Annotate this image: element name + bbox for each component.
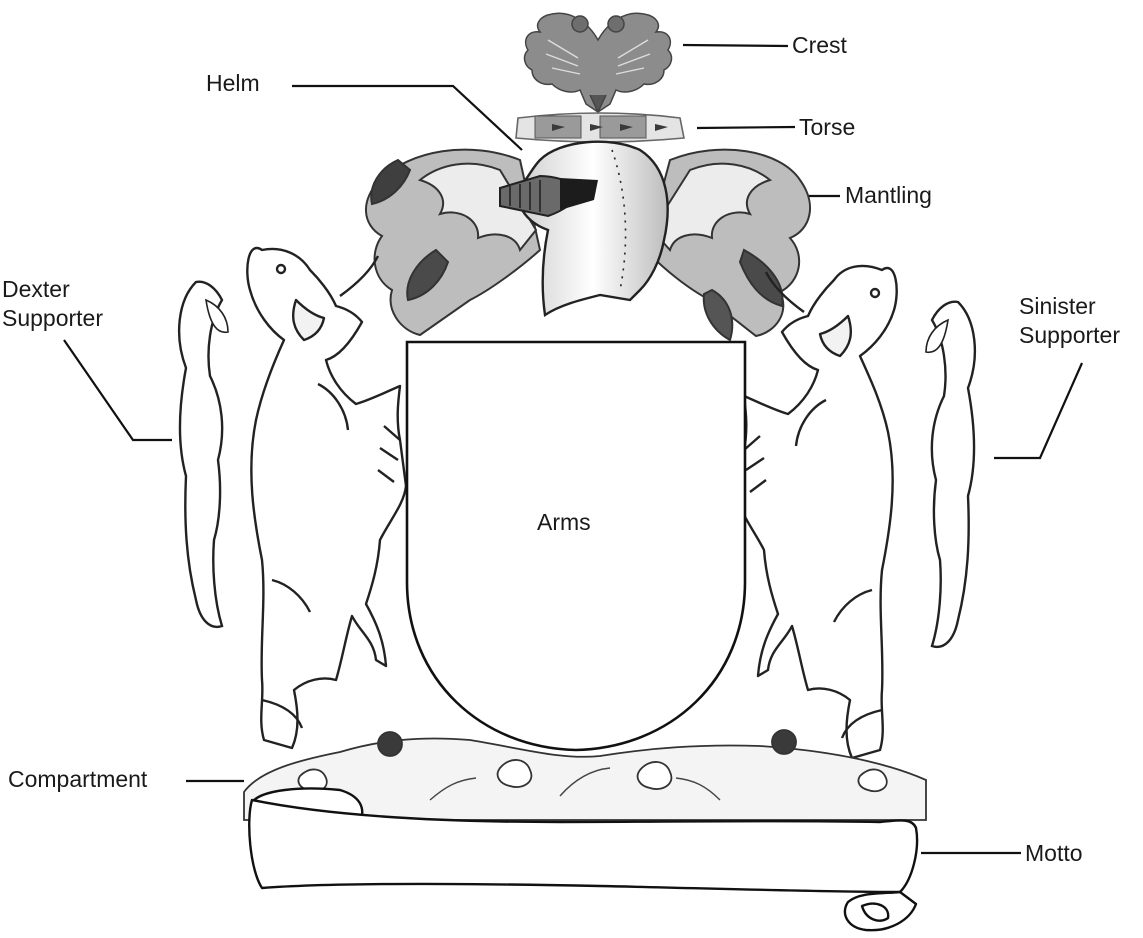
dexter-supporter-lion xyxy=(247,248,406,748)
label-dexter-line-1: Dexter xyxy=(2,275,103,304)
label-dexter-line-2: Supporter xyxy=(2,304,103,333)
crest-leader xyxy=(683,45,788,46)
label-crest: Crest xyxy=(792,32,847,59)
label-compartment: Compartment xyxy=(8,766,147,793)
crest-eagle xyxy=(525,13,672,112)
sinister-supporter-leader xyxy=(994,363,1082,458)
dexter-lion-tail xyxy=(179,282,222,627)
sinister-lion-tail xyxy=(932,302,975,647)
torse-leader xyxy=(697,127,795,128)
torse xyxy=(516,113,684,142)
dexter-supporter-leader xyxy=(64,340,172,440)
label-sinister-line-1: Sinister xyxy=(1019,292,1120,321)
shield-arms xyxy=(407,342,745,750)
label-helm: Helm xyxy=(206,70,260,97)
label-mantling: Mantling xyxy=(845,182,932,209)
label-sinister-line-2: Supporter xyxy=(1019,321,1120,350)
label-dexter-supporter: Dexter Supporter xyxy=(2,275,103,333)
label-torse: Torse xyxy=(799,114,855,141)
label-sinister-supporter: Sinister Supporter xyxy=(1019,292,1120,350)
sinister-supporter-lion xyxy=(738,266,897,758)
label-motto: Motto xyxy=(1025,840,1083,867)
helm-leader xyxy=(292,86,522,150)
label-arms: Arms xyxy=(537,509,591,536)
